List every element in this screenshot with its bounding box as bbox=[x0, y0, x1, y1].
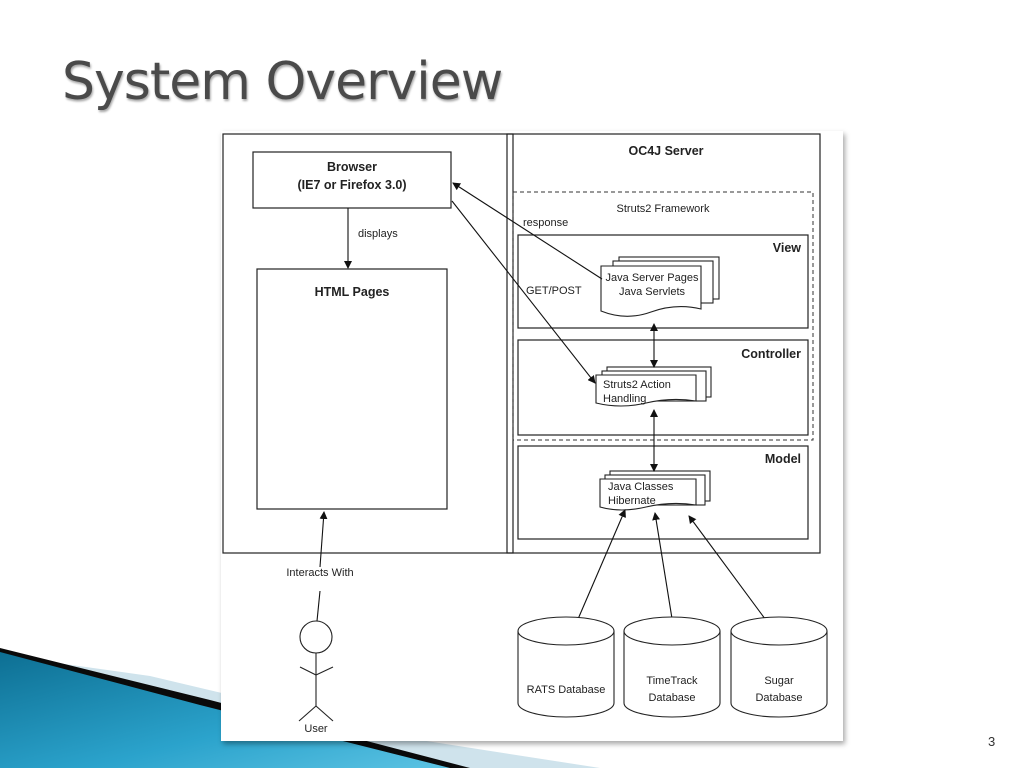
sugar-database-icon bbox=[730, 616, 828, 718]
view-doc-line1: Java Server Pages bbox=[606, 272, 699, 284]
rats-database-icon bbox=[517, 616, 615, 718]
user-label: User bbox=[304, 723, 328, 735]
slide-title: System Overview bbox=[62, 52, 503, 112]
view-title: View bbox=[773, 241, 802, 255]
html-pages-label: HTML Pages bbox=[315, 285, 390, 299]
html-pages-box bbox=[256, 268, 448, 510]
model-title: Model bbox=[765, 452, 801, 466]
controller-doc-line1: Struts2 Action bbox=[603, 379, 671, 391]
response-label: response bbox=[523, 217, 568, 229]
displays-label: displays bbox=[358, 228, 398, 240]
rats-db-arrow bbox=[571, 509, 626, 634]
controller-doc-line2: Handling bbox=[603, 393, 646, 405]
sugar-db-label-line2: Database bbox=[755, 692, 802, 704]
interacts-arrow bbox=[319, 511, 328, 568]
interacts-label: Interacts With bbox=[286, 567, 353, 579]
rats-db-label: RATS Database bbox=[527, 684, 606, 696]
user-link-line bbox=[316, 590, 321, 622]
server-title: OC4J Server bbox=[628, 144, 703, 158]
view-document-icon bbox=[600, 256, 720, 317]
page-number: 3 bbox=[988, 734, 996, 749]
diagram-canvas: Browser (IE7 or Firefox 3.0) displays HT… bbox=[222, 133, 828, 735]
browser-box bbox=[252, 151, 452, 209]
model-doc-line2: Hibernate bbox=[608, 495, 656, 507]
client-box bbox=[222, 133, 514, 554]
server-box bbox=[506, 133, 821, 554]
system-diagram: Browser (IE7 or Firefox 3.0) displays HT… bbox=[221, 131, 843, 741]
user-icon bbox=[298, 620, 334, 722]
view-doc-line2: Java Servlets bbox=[619, 286, 686, 298]
getpost-label: GET/POST bbox=[526, 285, 582, 297]
timetrack-db-arrow bbox=[652, 512, 675, 632]
framework-label: Struts2 Framework bbox=[617, 203, 710, 215]
swoosh-teal bbox=[0, 652, 450, 768]
model-doc-line1: Java Classes bbox=[608, 481, 674, 493]
response-arrow bbox=[452, 182, 603, 280]
sugar-db-label-line1: Sugar bbox=[764, 675, 794, 687]
timetrack-db-label-line1: TimeTrack bbox=[646, 675, 698, 687]
browser-title: Browser bbox=[327, 160, 377, 174]
struts2-framework-box bbox=[512, 191, 814, 441]
model-document-icon bbox=[599, 470, 711, 511]
controller-document-icon bbox=[595, 366, 712, 407]
getpost-arrow bbox=[451, 200, 596, 384]
timetrack-db-label-line2: Database bbox=[648, 692, 695, 704]
timetrack-database-icon bbox=[623, 616, 721, 718]
browser-subtitle: (IE7 or Firefox 3.0) bbox=[297, 178, 406, 192]
controller-title: Controller bbox=[741, 347, 801, 361]
sugar-db-arrow bbox=[688, 515, 775, 632]
